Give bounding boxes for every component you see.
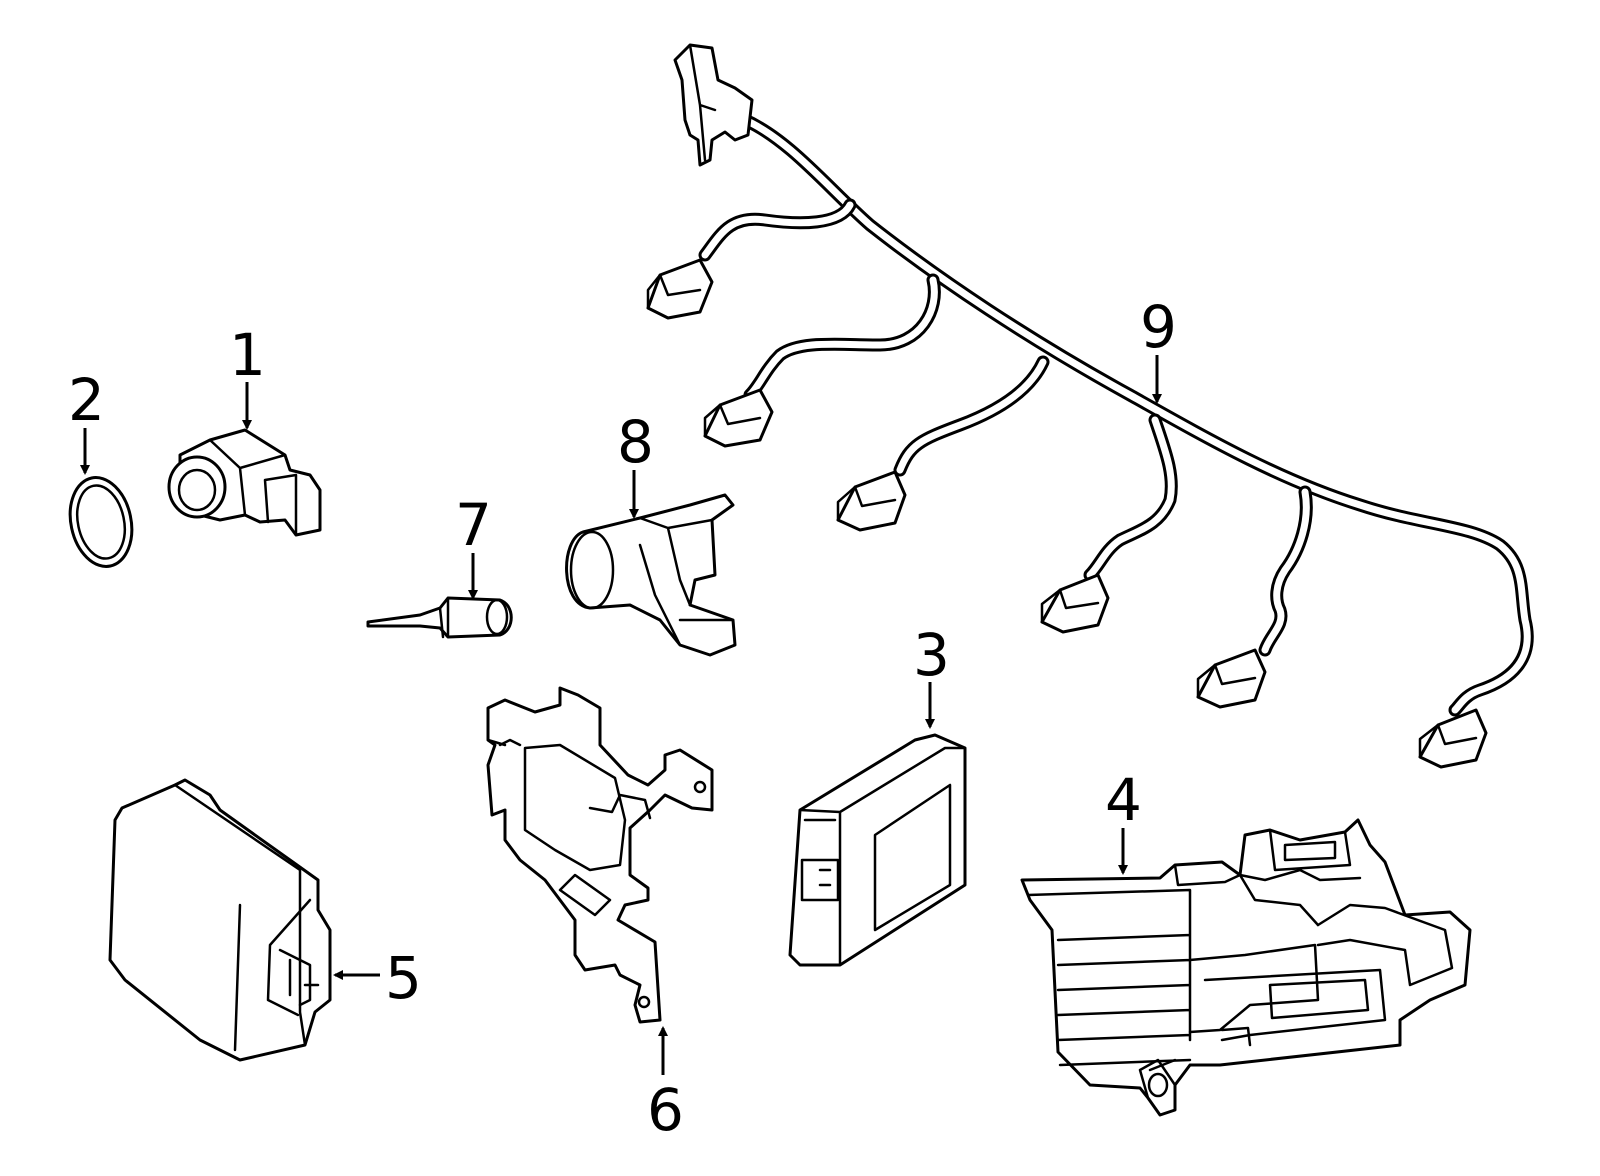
control-module-icon[interactable] xyxy=(788,733,967,967)
sensor-ring-icon[interactable] xyxy=(62,472,139,573)
callout-5: 5 xyxy=(385,944,422,1012)
wiring-harness-icon[interactable] xyxy=(646,43,1534,769)
callout-7: 7 xyxy=(455,491,492,559)
callout-9: 9 xyxy=(1140,293,1177,361)
callout-6: 6 xyxy=(647,1076,684,1144)
callout-2: 2 xyxy=(68,366,105,434)
callout-4: 4 xyxy=(1105,766,1142,834)
sensor-holder-icon[interactable] xyxy=(565,493,737,657)
harness-connector-5 xyxy=(1196,648,1267,709)
harness-connector-3 xyxy=(836,470,907,532)
callout-3: 3 xyxy=(913,621,950,689)
clip-pin-icon[interactable] xyxy=(366,596,513,639)
mounting-bracket-icon[interactable] xyxy=(486,686,714,1024)
module-bracket-icon[interactable] xyxy=(1020,818,1472,1117)
harness-connector-1 xyxy=(646,258,714,320)
harness-connector-4 xyxy=(1040,573,1110,634)
harness-connector-6 xyxy=(1418,708,1488,769)
callout-1: 1 xyxy=(229,321,266,389)
radar-sensor-icon[interactable] xyxy=(108,778,332,1062)
callout-8: 8 xyxy=(617,408,654,476)
harness-connector-2 xyxy=(703,388,774,448)
parking-sensor-icon[interactable] xyxy=(167,428,322,537)
